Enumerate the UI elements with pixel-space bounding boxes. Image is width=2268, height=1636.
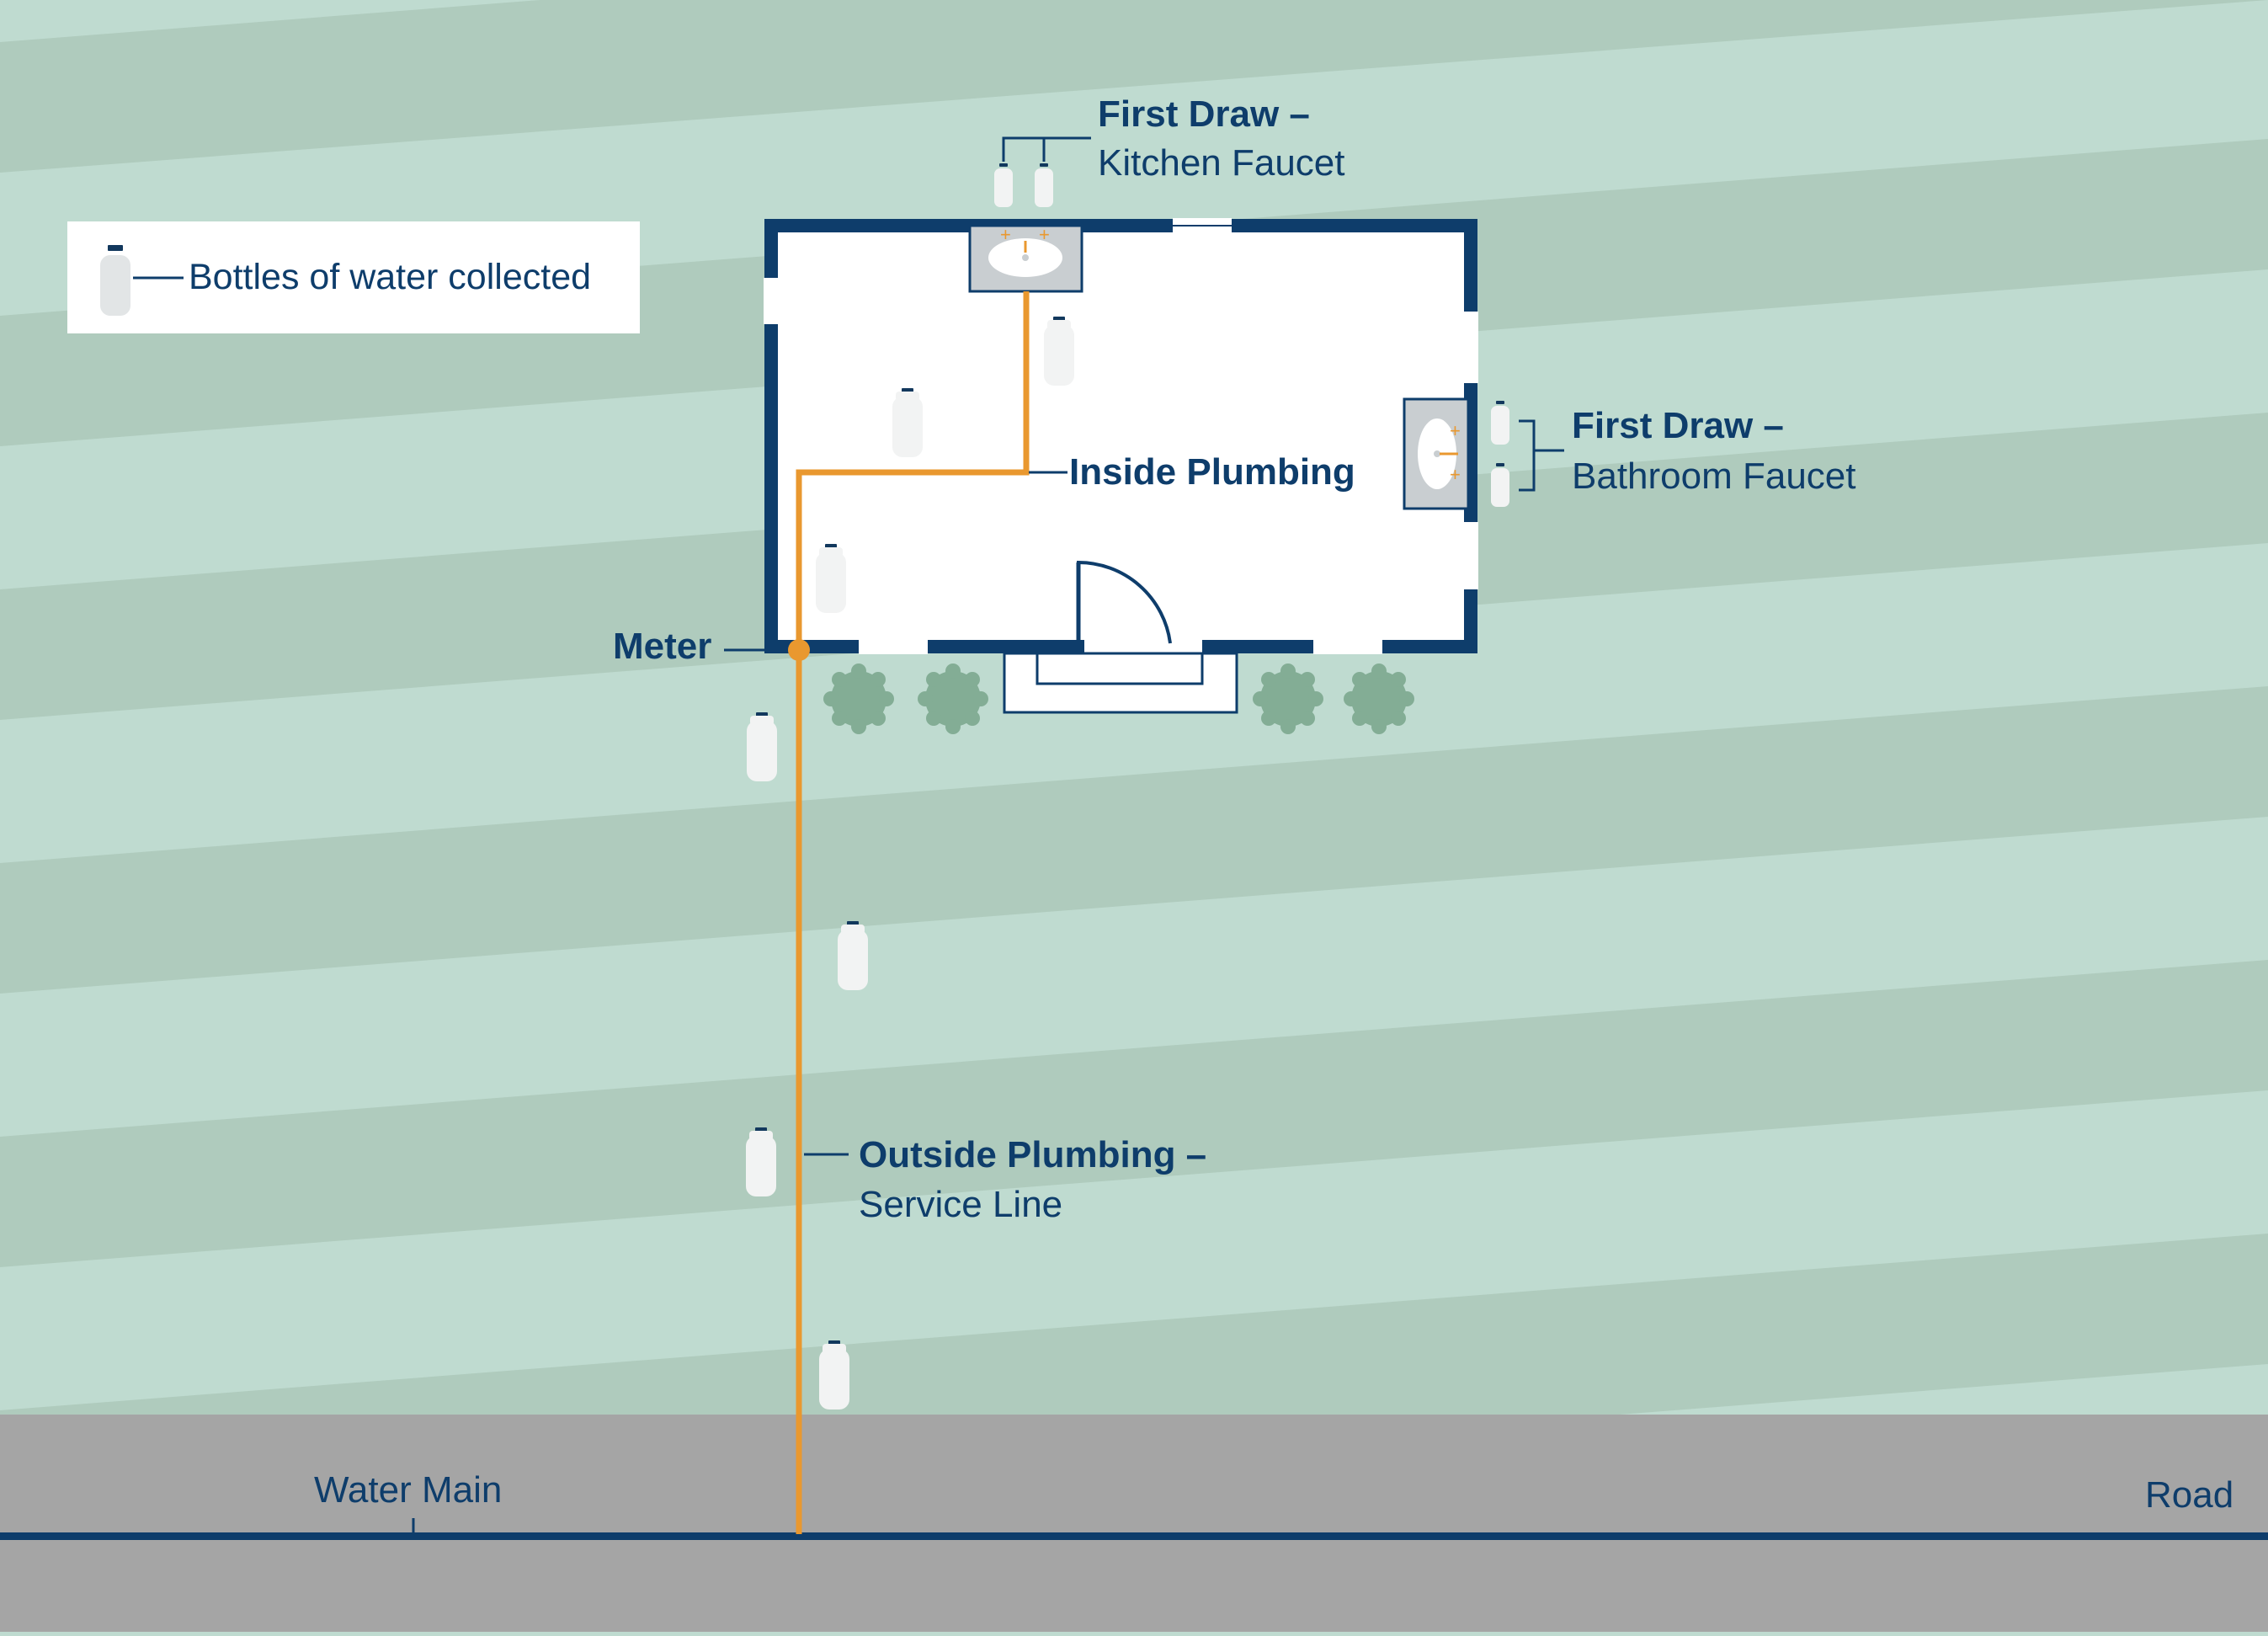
kitchen-faucet-subtitle: Kitchen Faucet	[1098, 142, 1345, 184]
house-floor-plan	[764, 218, 1478, 714]
callout-lines	[412, 136, 1564, 1534]
kitchen-faucet-title: First Draw –	[1098, 93, 1310, 135]
bathroom-sink: + +	[1403, 397, 1470, 510]
bottle-icon	[746, 1127, 776, 1196]
bottle-icon	[819, 1340, 849, 1410]
bottle-icon	[838, 921, 868, 990]
bottle-icon	[1044, 317, 1074, 386]
door	[1077, 560, 1172, 647]
outside-plumbing-title: Outside Plumbing –	[859, 1134, 1206, 1175]
plumbing	[788, 291, 1030, 1534]
legend-label: Bottles of water collected	[189, 257, 591, 297]
bottle-icon	[1491, 401, 1509, 445]
bottle-icon	[1491, 463, 1509, 507]
bottle-icon	[892, 388, 923, 457]
inside-plumbing-label: Inside Plumbing	[1069, 451, 1355, 493]
svg-text:+: +	[1450, 464, 1461, 485]
legend: Bottles of water collected	[67, 221, 640, 333]
window	[764, 278, 779, 324]
window	[1463, 312, 1478, 383]
inside-plumbing-pipe	[796, 291, 1030, 650]
bottle-icon	[1035, 163, 1053, 207]
outside-plumbing-subtitle: Service Line	[859, 1184, 1062, 1225]
bottle-icon	[747, 712, 777, 781]
water-main-line	[0, 1532, 2268, 1540]
window	[859, 639, 928, 654]
water-bottle-icon	[100, 245, 130, 316]
svg-text:+: +	[1450, 420, 1461, 441]
road-area	[0, 1415, 2268, 1632]
window	[1313, 639, 1382, 654]
meter-marker	[788, 639, 810, 661]
road-label: Road	[2145, 1474, 2233, 1516]
bathroom-faucet-subtitle: Bathroom Faucet	[1572, 456, 1856, 497]
svg-text:+: +	[1039, 224, 1050, 245]
window	[1463, 522, 1478, 589]
water-main-label: Water Main	[314, 1469, 502, 1511]
bathroom-faucet-title: First Draw –	[1572, 405, 1784, 446]
bottle-icon	[994, 163, 1013, 207]
labels: First Draw – Kitchen Faucet First Draw –…	[314, 93, 2233, 1516]
meter-label: Meter	[613, 626, 711, 667]
bottle-icon	[816, 544, 846, 613]
kitchen-sink: + +	[968, 224, 1083, 293]
svg-text:+: +	[1000, 224, 1011, 245]
